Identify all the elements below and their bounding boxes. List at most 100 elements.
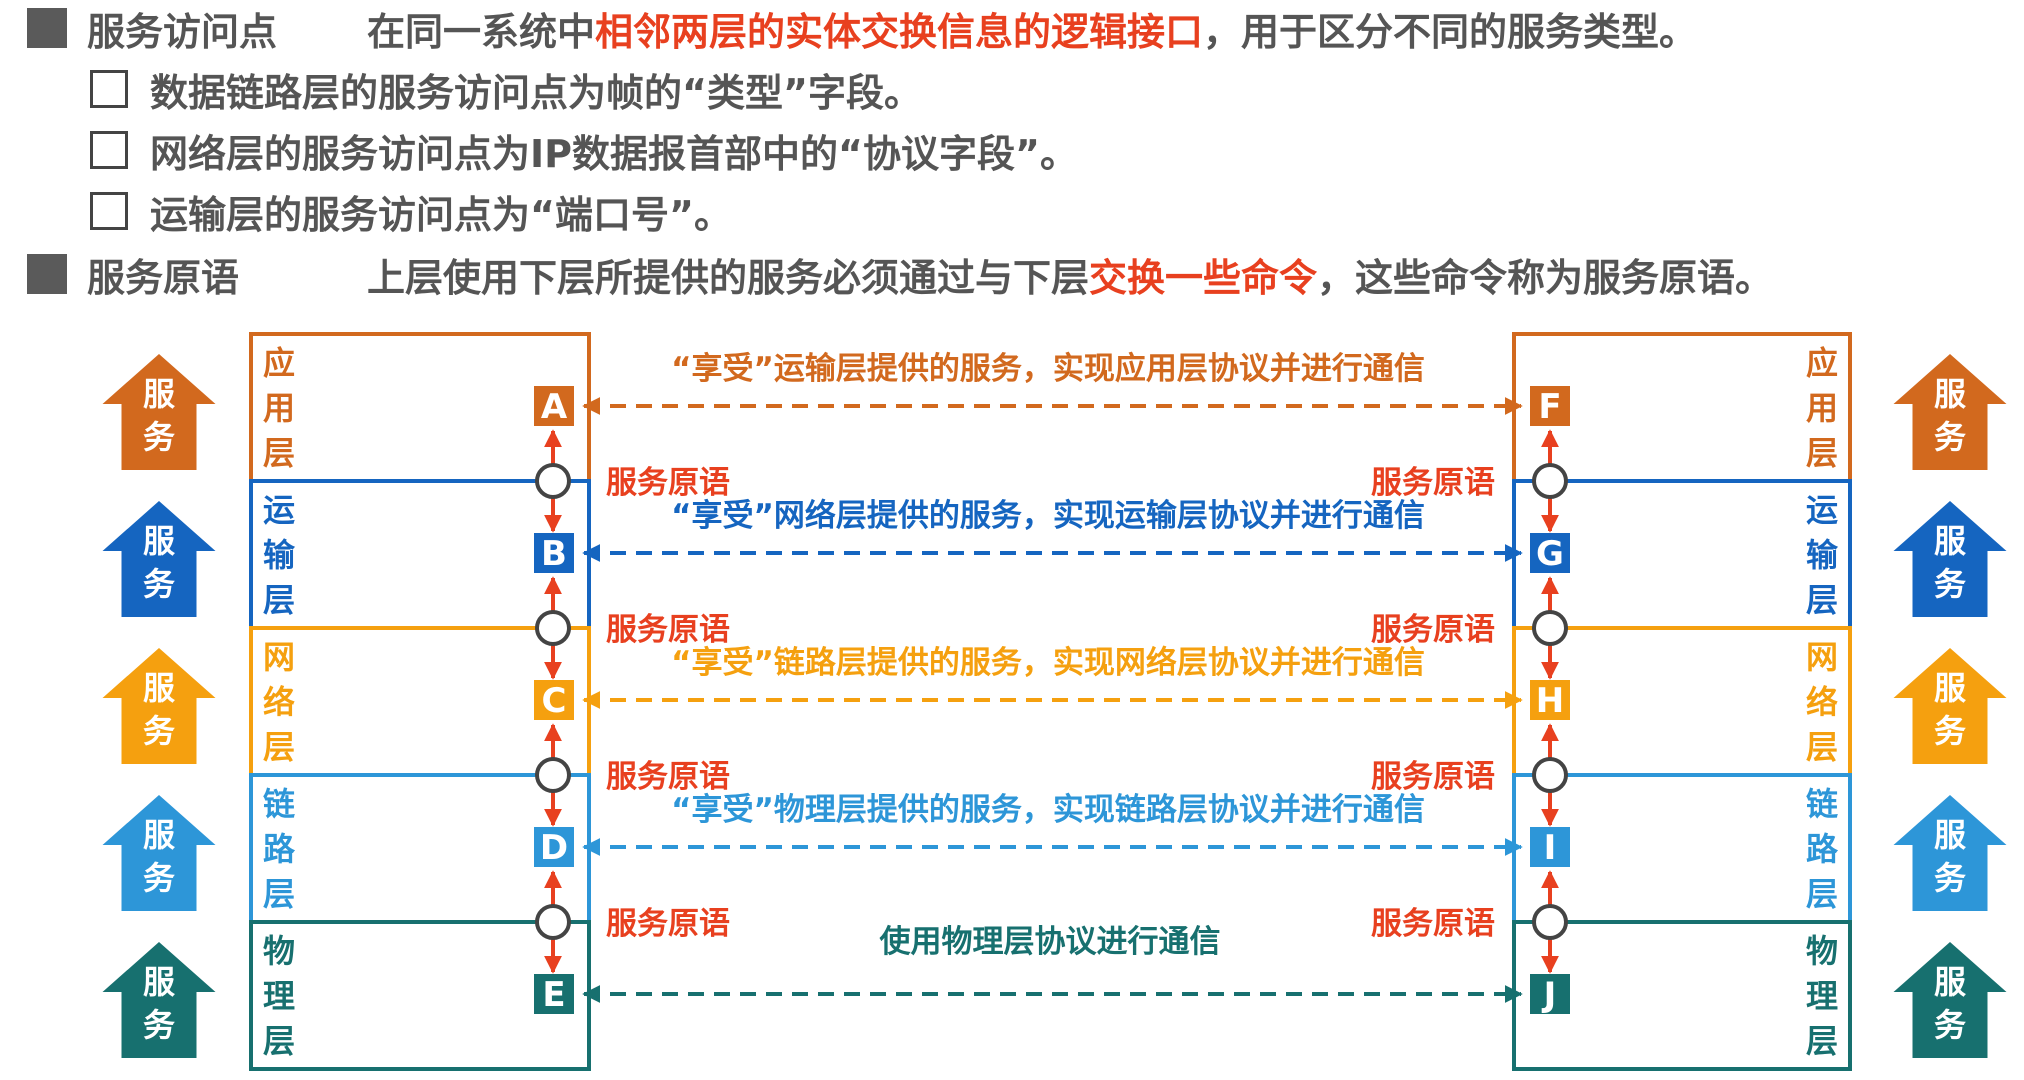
- sap-definition: 服务访问点 在同一系统中 相邻两层的实体交换信息的逻辑接口 ，用于区分不同的服务…: [27, 4, 1697, 54]
- right-layer-name: 应: [1806, 344, 1838, 382]
- service-label: 务: [1934, 565, 1966, 603]
- left-layer-name: 网: [263, 638, 295, 676]
- service-label: 服: [1934, 816, 1966, 854]
- primitive-label: 服务原语: [606, 906, 730, 942]
- service-label: 服: [143, 963, 175, 1001]
- service-access-point-icon: [535, 610, 571, 646]
- left-layer-name: 层: [263, 581, 295, 619]
- sap-item-network: 网络层的服务访问点为IP数据报首部中的“协议字段”。: [90, 126, 1078, 176]
- service-access-point-icon: [535, 904, 571, 940]
- sap-item-datalink: 数据链路层的服务访问点为帧的“类型”字段。: [90, 65, 922, 115]
- entity-badge: [1530, 974, 1570, 1014]
- entity-badge-label: A: [541, 387, 568, 427]
- left-layer-name: 运: [263, 491, 295, 529]
- bullet-square-icon: [27, 254, 67, 294]
- service-label: 务: [1934, 1006, 1966, 1044]
- entity-badge: [534, 680, 574, 720]
- sap-item-text: 网络层的服务访问点为IP数据报首部中的“协议字段”。: [150, 131, 1078, 176]
- primitive-desc-after: ，这些命令称为服务原语。: [1317, 255, 1774, 300]
- primitive-desc-highlight: 交换一些命令: [1089, 255, 1318, 300]
- service-arrow-icon: [102, 501, 216, 617]
- right-layer-name: 层: [1806, 581, 1838, 619]
- checkbox-icon: [90, 70, 128, 108]
- service-arrow-icon: [1893, 795, 2007, 911]
- right-layer-name: 运: [1806, 491, 1838, 529]
- service-label: 务: [1934, 418, 1966, 456]
- primitive-desc-before: 上层使用下层所提供的服务必须通过与下层: [367, 255, 1090, 300]
- entity-badge: [1530, 386, 1570, 426]
- exchange-label: “享受”运输层提供的服务，实现应用层协议并进行通信: [671, 351, 1425, 387]
- left-layer-name: 理: [263, 977, 295, 1015]
- left-layer-name: 层: [263, 728, 295, 766]
- sap-item-text: 运输层的服务访问点为“端口号”。: [150, 192, 732, 237]
- entity-badge-label: D: [540, 828, 568, 868]
- entity-badge: [534, 974, 574, 1014]
- entity-badge-label: H: [1536, 681, 1564, 721]
- service-arrow-icon: [102, 795, 216, 911]
- service-access-point-icon: [1532, 463, 1568, 499]
- service-label: 务: [1934, 712, 1966, 750]
- right-layer-name: 理: [1806, 977, 1838, 1015]
- primitive-label: 服务原语: [1371, 759, 1495, 795]
- right-layer-name: 络: [1806, 683, 1838, 721]
- service-arrow-icon: [102, 354, 216, 470]
- entity-badge-label: F: [1538, 387, 1561, 427]
- checkbox-icon: [90, 131, 128, 169]
- right-layer-name: 链: [1806, 785, 1838, 823]
- right-layer-name: 输: [1806, 536, 1839, 574]
- service-label: 服: [143, 375, 175, 413]
- sap-desc-after: ，用于区分不同的服务类型。: [1203, 9, 1698, 54]
- exchange-label: “享受”网络层提供的服务，实现运输层协议并进行通信: [671, 498, 1425, 534]
- entity-badge: [534, 827, 574, 867]
- service-label: 务: [143, 418, 175, 456]
- primitive-term: 服务原语: [87, 255, 240, 300]
- left-layer-name: 物: [263, 932, 295, 970]
- right-layer-name: 层: [1806, 1022, 1838, 1060]
- service-label: 服: [1934, 963, 1966, 1001]
- service-access-point-icon: [1532, 610, 1568, 646]
- right-layer-name: 网: [1806, 638, 1838, 676]
- service-label: 服: [143, 522, 175, 560]
- right-layer-name: 层: [1806, 434, 1838, 472]
- right-layer-name: 层: [1806, 728, 1838, 766]
- service-label: 服: [1934, 375, 1966, 413]
- entity-badge: [1530, 827, 1570, 867]
- checkbox-icon: [90, 192, 128, 230]
- service-arrow-icon: [1893, 501, 2007, 617]
- service-arrow-icon: [102, 648, 216, 764]
- service-label: 服: [143, 816, 175, 854]
- left-layer-name: 应: [263, 344, 295, 382]
- left-layer-name: 层: [263, 1022, 295, 1060]
- right-layer-name: 用: [1806, 389, 1838, 427]
- left-layer-name: 络: [263, 683, 295, 721]
- service-label: 务: [143, 712, 175, 750]
- left-layer-name: 输: [263, 536, 296, 574]
- service-label: 务: [1934, 859, 1966, 897]
- entity-badge: [534, 386, 574, 426]
- exchange-label: “享受”链路层提供的服务，实现网络层协议并进行通信: [671, 645, 1425, 681]
- left-layer-name: 层: [263, 434, 295, 472]
- sap-term: 服务访问点: [87, 9, 278, 54]
- entity-badge-label: E: [542, 975, 565, 1015]
- primitive-label: 服务原语: [1371, 465, 1495, 501]
- left-layer-name: 路: [263, 830, 296, 868]
- sap-desc-before: 在同一系统中: [367, 9, 596, 54]
- entity-badge-label: G: [1536, 534, 1564, 574]
- service-access-point-icon: [1532, 757, 1568, 793]
- service-arrow-icon: [1893, 942, 2007, 1058]
- service-label: 务: [143, 565, 175, 603]
- service-access-point-icon: [535, 463, 571, 499]
- left-layer-name: 用: [263, 389, 295, 427]
- sap-item-transport: 运输层的服务访问点为“端口号”。: [90, 187, 732, 237]
- service-label: 服: [1934, 522, 1966, 560]
- right-layer-name: 物: [1806, 932, 1838, 970]
- entity-badge-label: I: [1544, 828, 1557, 868]
- entity-badge: [1530, 680, 1570, 720]
- left-layer-box: [249, 773, 591, 924]
- entity-badge-label: B: [541, 534, 567, 574]
- right-layer-name: 路: [1806, 830, 1839, 868]
- left-layer-name: 层: [263, 875, 295, 913]
- exchange-label: “享受”物理层提供的服务，实现链路层协议并进行通信: [671, 792, 1425, 828]
- service-label: 务: [143, 1006, 175, 1044]
